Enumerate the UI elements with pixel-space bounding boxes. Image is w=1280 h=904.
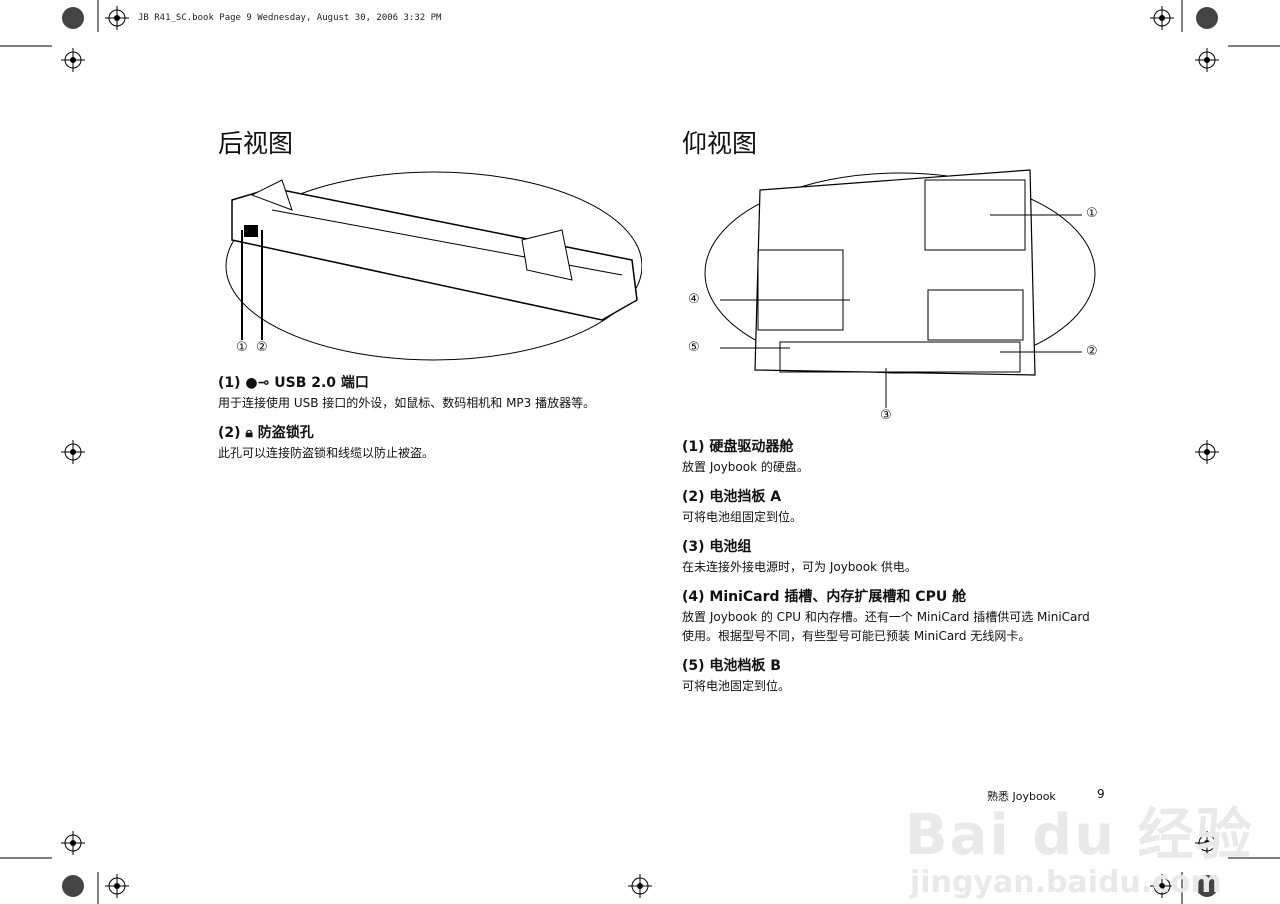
item-battery-latch-a: (2) 电池挡板 A 可将电池组固定到位。 bbox=[682, 486, 1102, 527]
item-body: 在未连接外接电源时，可为 Joybook 供电。 bbox=[682, 560, 917, 574]
callout-3: ③ bbox=[880, 408, 892, 423]
starburst-marks bbox=[62, 7, 1218, 897]
footer-section: 熟悉 Joybook bbox=[987, 790, 1056, 803]
item-title: (1) 硬盘驱动器舱 bbox=[682, 439, 794, 455]
item-usb-port: (1) ●⊸ USB 2.0 端口 用于连接使用 USB 接口的外设，如鼠标、数… bbox=[218, 372, 638, 413]
item-body: 放置 Joybook 的硬盘。 bbox=[682, 460, 809, 474]
item-title: USB 2.0 端口 bbox=[274, 375, 369, 391]
print-header: JB R41_SC.book Page 9 Wednesday, August … bbox=[138, 13, 442, 23]
item-title: 防盗锁孔 bbox=[257, 425, 314, 441]
item-body: 此孔可以连接防盗锁和线缆以防止被盗。 bbox=[218, 446, 435, 460]
item-title: (2) 电池挡板 A bbox=[682, 489, 782, 505]
crosshair-marks bbox=[61, 6, 1219, 898]
item-body: 用于连接使用 USB 接口的外设，如鼠标、数码相机和 MP3 播放器等。 bbox=[218, 396, 596, 410]
callout-1: ① bbox=[1086, 206, 1098, 221]
kensington-lock-icon: 🔒︎ bbox=[245, 425, 253, 441]
watermark-logo: Bai du 经验 bbox=[905, 803, 1254, 868]
rear-view-title: 后视图 bbox=[218, 129, 294, 158]
page-number: 9 bbox=[1097, 787, 1105, 801]
item-title: (5) 电池档板 B bbox=[682, 658, 781, 674]
rear-view-items: (1) ●⊸ USB 2.0 端口 用于连接使用 USB 接口的外设，如鼠标、数… bbox=[218, 372, 638, 472]
item-body: 可将电池组固定到位。 bbox=[682, 510, 803, 524]
item-number: (1) bbox=[218, 375, 241, 391]
bottom-view-items: (1) 硬盘驱动器舱放置 Joybook 的硬盘。 (2) 电池挡板 A 可将电池… bbox=[682, 436, 1102, 705]
item-battery-latch-b: (5) 电池档板 B 可将电池固定到位。 bbox=[682, 655, 1102, 696]
callout-2: ② bbox=[256, 340, 268, 355]
bottom-view-illustration bbox=[704, 169, 1096, 408]
item-title: (4) MiniCard 插槽、内存扩展槽和 CPU 舱 bbox=[682, 589, 967, 605]
rear-view-illustration bbox=[225, 171, 642, 361]
item-hdd-bay: (1) 硬盘驱动器舱放置 Joybook 的硬盘。 bbox=[682, 436, 1102, 477]
bottom-view-title: 仰视图 bbox=[682, 129, 758, 158]
item-body: 放置 Joybook 的 CPU 和内存槽。还有一个 MiniCard 插槽供可… bbox=[682, 610, 1090, 643]
watermark-url: jingyan.baidu.com bbox=[910, 865, 1222, 900]
item-lock-slot: (2) 🔒︎ 防盗锁孔 此孔可以连接防盗锁和线缆以防止被盗。 bbox=[218, 422, 638, 463]
item-title: (3) 电池组 bbox=[682, 539, 752, 555]
item-body: 可将电池固定到位。 bbox=[682, 679, 791, 693]
callout-4: ④ bbox=[688, 292, 700, 307]
item-battery: (3) 电池组在未连接外接电源时，可为 Joybook 供电。 bbox=[682, 536, 1102, 577]
callout-1: ① bbox=[236, 340, 248, 355]
callout-5: ⑤ bbox=[688, 340, 700, 355]
item-minicard-bay: (4) MiniCard 插槽、内存扩展槽和 CPU 舱放置 Joybook 的… bbox=[682, 586, 1102, 646]
usb-icon: ●⊸ bbox=[245, 375, 270, 391]
callout-2: ② bbox=[1086, 344, 1098, 359]
item-number: (2) bbox=[218, 425, 241, 441]
